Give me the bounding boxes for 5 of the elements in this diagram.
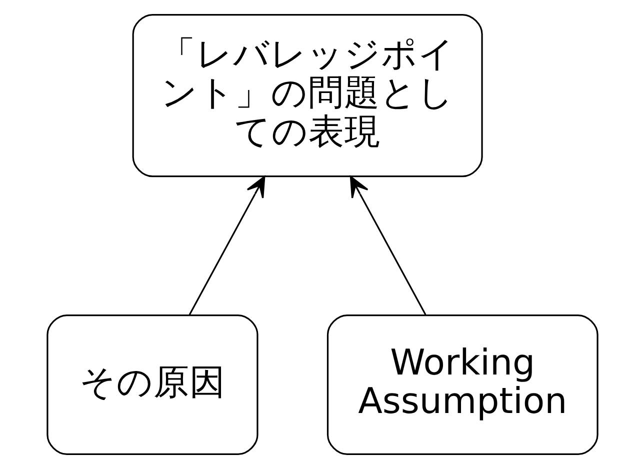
node-box: その原因 (46, 314, 258, 456)
arrow (188, 176, 265, 316)
arrow (349, 176, 426, 316)
node-box: Working Assumption (326, 314, 598, 456)
node-box: 「レバレッジポイント」の問題としての表現 (132, 14, 482, 178)
